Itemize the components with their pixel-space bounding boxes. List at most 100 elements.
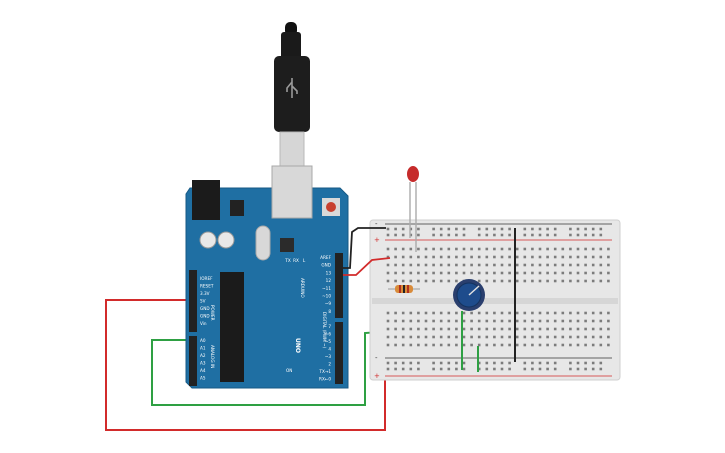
breadboard-hole[interactable]: [493, 327, 496, 331]
breadboard-hole[interactable]: [432, 263, 435, 267]
breadboard-hole[interactable]: [553, 247, 557, 251]
breadboard-hole[interactable]: [401, 335, 405, 339]
breadboard-hole[interactable]: [531, 227, 534, 231]
breadboard-hole[interactable]: [561, 327, 565, 331]
breadboard-hole[interactable]: [409, 311, 413, 315]
breadboard-hole[interactable]: [561, 319, 565, 323]
red-led[interactable]: [407, 166, 419, 252]
breadboard-hole[interactable]: [409, 319, 413, 323]
breadboard-hole[interactable]: [538, 233, 542, 237]
breadboard-hole[interactable]: [417, 343, 420, 347]
breadboard-hole[interactable]: [470, 247, 473, 251]
breadboard-hole[interactable]: [447, 263, 451, 267]
breadboard-hole[interactable]: [508, 255, 511, 259]
breadboard-hole[interactable]: [477, 255, 481, 259]
breadboard-hole[interactable]: [455, 247, 458, 251]
breadboard-hole[interactable]: [576, 335, 580, 339]
breadboard-hole[interactable]: [531, 311, 534, 315]
breadboard-hole[interactable]: [584, 233, 587, 237]
breadboard-hole[interactable]: [401, 247, 405, 251]
breadboard-hole[interactable]: [584, 255, 587, 259]
breadboard-hole[interactable]: [462, 343, 466, 347]
breadboard-hole[interactable]: [584, 271, 587, 275]
breadboard-hole[interactable]: [386, 233, 390, 237]
breadboard-hole[interactable]: [576, 271, 580, 275]
breadboard-hole[interactable]: [538, 227, 542, 231]
breadboard-hole[interactable]: [493, 361, 496, 365]
breadboard-hole[interactable]: [386, 367, 390, 371]
breadboard-hole[interactable]: [477, 361, 481, 365]
breadboard-hole[interactable]: [538, 255, 542, 259]
breadboard-hole[interactable]: [439, 319, 443, 323]
breadboard-hole[interactable]: [447, 311, 451, 315]
breadboard-hole[interactable]: [432, 247, 435, 251]
breadboard-hole[interactable]: [455, 327, 458, 331]
breadboard-hole[interactable]: [584, 247, 587, 251]
breadboard-hole[interactable]: [500, 247, 504, 251]
breadboard[interactable]: + - - +: [369, 219, 621, 381]
breadboard-hole[interactable]: [546, 263, 549, 267]
breadboard-hole[interactable]: [576, 233, 580, 237]
breadboard-hole[interactable]: [531, 247, 534, 251]
breadboard-hole[interactable]: [462, 247, 466, 251]
breadboard-hole[interactable]: [401, 279, 405, 283]
resistor[interactable]: [388, 285, 420, 293]
breadboard-hole[interactable]: [424, 343, 428, 347]
breadboard-hole[interactable]: [409, 335, 413, 339]
breadboard-hole[interactable]: [523, 271, 527, 275]
breadboard-hole[interactable]: [553, 255, 557, 259]
breadboard-hole[interactable]: [569, 327, 572, 331]
breadboard-hole[interactable]: [500, 227, 504, 231]
breadboard-hole[interactable]: [394, 263, 397, 267]
breadboard-hole[interactable]: [591, 279, 595, 283]
breadboard-hole[interactable]: [477, 319, 481, 323]
breadboard-hole[interactable]: [531, 233, 534, 237]
wire-pin13-to-breadboard[interactable]: [343, 257, 391, 276]
breadboard-hole[interactable]: [569, 227, 572, 231]
breadboard-hole[interactable]: [569, 319, 572, 323]
breadboard-hole[interactable]: [576, 255, 580, 259]
breadboard-hole[interactable]: [432, 335, 435, 339]
breadboard-hole[interactable]: [493, 335, 496, 339]
breadboard-hole[interactable]: [485, 263, 489, 267]
breadboard-hole[interactable]: [447, 327, 451, 331]
breadboard-hole[interactable]: [508, 335, 511, 339]
breadboard-hole[interactable]: [439, 227, 443, 231]
breadboard-hole[interactable]: [439, 247, 443, 251]
breadboard-hole[interactable]: [523, 327, 527, 331]
breadboard-hole[interactable]: [508, 343, 511, 347]
breadboard-hole[interactable]: [508, 233, 511, 237]
breadboard-hole[interactable]: [569, 343, 572, 347]
breadboard-hole[interactable]: [447, 279, 451, 283]
breadboard-hole[interactable]: [439, 327, 443, 331]
breadboard-hole[interactable]: [432, 255, 435, 259]
breadboard-hole[interactable]: [401, 255, 405, 259]
breadboard-hole[interactable]: [538, 327, 542, 331]
breadboard-hole[interactable]: [561, 279, 565, 283]
breadboard-hole[interactable]: [538, 367, 542, 371]
breadboard-hole[interactable]: [546, 319, 549, 323]
breadboard-hole[interactable]: [401, 343, 405, 347]
breadboard-hole[interactable]: [455, 367, 458, 371]
breadboard-hole[interactable]: [424, 279, 428, 283]
breadboard-hole[interactable]: [386, 263, 390, 267]
breadboard-hole[interactable]: [576, 319, 580, 323]
breadboard-hole[interactable]: [439, 233, 443, 237]
breadboard-hole[interactable]: [508, 279, 511, 283]
breadboard-hole[interactable]: [591, 327, 595, 331]
breadboard-hole[interactable]: [561, 247, 565, 251]
breadboard-hole[interactable]: [401, 233, 405, 237]
breadboard-hole[interactable]: [607, 279, 610, 283]
breadboard-hole[interactable]: [462, 311, 466, 315]
breadboard-hole[interactable]: [599, 335, 603, 339]
breadboard-hole[interactable]: [508, 361, 511, 365]
breadboard-hole[interactable]: [386, 247, 390, 251]
breadboard-hole[interactable]: [432, 327, 435, 331]
breadboard-hole[interactable]: [515, 335, 519, 339]
breadboard-hole[interactable]: [508, 247, 511, 251]
breadboard-hole[interactable]: [599, 311, 603, 315]
breadboard-hole[interactable]: [432, 311, 435, 315]
breadboard-hole[interactable]: [432, 279, 435, 283]
breadboard-hole[interactable]: [432, 271, 435, 275]
breadboard-hole[interactable]: [455, 233, 458, 237]
